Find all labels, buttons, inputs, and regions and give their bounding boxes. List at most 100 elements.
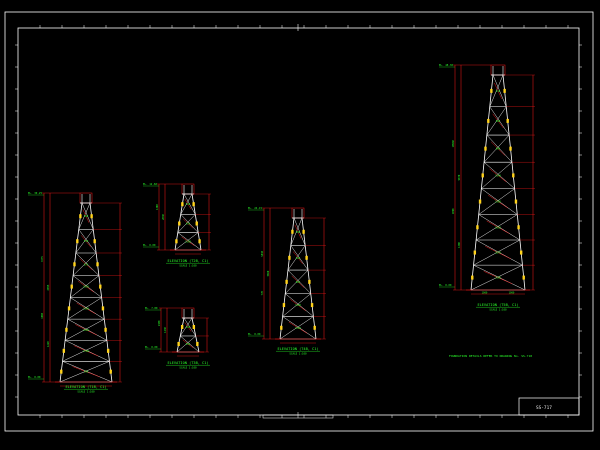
top-elevation-label: EL. 7.80 (145, 306, 158, 310)
panel-width-label: 1100 (185, 240, 191, 243)
member-highlight (181, 236, 195, 246)
member-tag (514, 199, 518, 204)
member-highlight (183, 218, 193, 229)
tower-brace (183, 317, 196, 337)
member-tag (503, 88, 506, 93)
member-tag (471, 275, 474, 280)
sheet-number: SS-717 (536, 405, 552, 411)
member-tag (302, 229, 305, 234)
member-highlight (184, 198, 192, 210)
member-tag (181, 202, 184, 207)
tower-brace (492, 74, 507, 107)
overall-dimension: 1300 (156, 204, 159, 210)
member-tag (104, 327, 107, 332)
member-highlight (78, 280, 94, 293)
member-tag (308, 279, 311, 284)
member-highlight (81, 235, 91, 248)
elevation-caption: ELEVATION (T4B, C1) (277, 347, 318, 351)
panel-width-label: 650 (186, 343, 191, 346)
overall-dimension: 5060 (267, 270, 270, 276)
member-highlight (288, 321, 308, 334)
member-highlight (76, 302, 96, 314)
tower-brace (481, 188, 518, 215)
tower-brace (78, 229, 97, 254)
top-elevation-label: EL. 24.15 (248, 206, 262, 210)
overall-dimension: 1000 (41, 312, 44, 318)
overall-dimension: 9870 (458, 174, 461, 180)
tower-brace (65, 318, 105, 341)
overall-dimension: 1430 (164, 327, 167, 333)
member-highlight (79, 258, 93, 271)
top-elevation-label: EL. 12.60 (143, 182, 157, 186)
member-highlight (488, 194, 508, 209)
tower-brace (475, 214, 518, 241)
member-tag (195, 221, 198, 226)
member-tag (522, 275, 525, 280)
overall-dimension: 1300 (458, 242, 461, 248)
member-tag (509, 146, 512, 151)
member-highlight (290, 299, 306, 311)
base-width-label: 1000 (509, 292, 515, 295)
tower-brace (62, 340, 107, 362)
panel-width-label: 870 (84, 263, 89, 266)
member-tag (73, 262, 76, 267)
tower-brace (287, 245, 306, 271)
panel-width-label: 380 (296, 231, 301, 234)
panel-width-label: 1300 (295, 327, 301, 330)
member-tag (192, 202, 195, 207)
tower-brace (489, 106, 510, 136)
member-highlight (293, 251, 303, 265)
tower-brace (473, 264, 526, 291)
tower-elevations: 2905508701050130015001700290727560551000… (28, 63, 535, 394)
member-tag (291, 229, 294, 234)
member-tag (313, 325, 316, 330)
tower-brace (481, 162, 513, 189)
elevation-scale: SCALE 1:100 (289, 352, 307, 356)
tower-brace (65, 340, 110, 362)
panel-width-label: 520 (186, 203, 191, 206)
member-highlight (494, 82, 502, 99)
elevation-scale: SCALE 1:100 (77, 390, 95, 394)
bottom-elevation-label: EL. 0.00 (439, 283, 452, 287)
member-tag (280, 325, 283, 330)
member-tag (106, 348, 110, 353)
tower-brace (282, 293, 311, 317)
member-tag (305, 255, 308, 260)
tower-brace (478, 188, 515, 215)
tower-brace (180, 214, 199, 233)
member-highlight (182, 339, 194, 349)
elevation-caption: ELEVATION (T1B, C1) (65, 385, 106, 389)
tower-brace (476, 239, 523, 266)
member-tag (490, 88, 493, 93)
member-highlight (485, 246, 511, 260)
member-tag (79, 214, 82, 219)
member-highlight (73, 345, 99, 357)
member-tag (484, 146, 487, 151)
tower-elevation-5: 4106608901140138016301870210010960987010… (439, 63, 535, 312)
member-tag (282, 303, 286, 308)
tower-brace (180, 335, 200, 353)
tower-brace (279, 316, 314, 340)
panel-width-label: 1380 (495, 201, 501, 204)
member-tag (481, 173, 484, 178)
tower-brace (483, 162, 515, 189)
tower-brace (183, 193, 196, 215)
bottom-elevation-label: EL. 0.00 (143, 243, 156, 247)
member-tag (175, 239, 178, 244)
member-tag (196, 341, 199, 346)
member-tag (487, 118, 490, 123)
overall-dimension: 1220 (47, 341, 50, 347)
member-tag (62, 348, 66, 353)
panel-width-label: 1050 (83, 286, 89, 289)
panel-width-label: 650 (186, 222, 191, 225)
member-highlight (483, 271, 513, 284)
member-tag (93, 239, 96, 244)
tower-brace (62, 361, 113, 383)
member-tag (67, 306, 71, 311)
tower-brace (489, 74, 504, 107)
overall-dimension: 6055 (47, 284, 50, 290)
overall-dimension: 1090 (452, 208, 455, 214)
panel-width-label: 2100 (495, 277, 501, 280)
tower-leg-right (89, 202, 113, 383)
